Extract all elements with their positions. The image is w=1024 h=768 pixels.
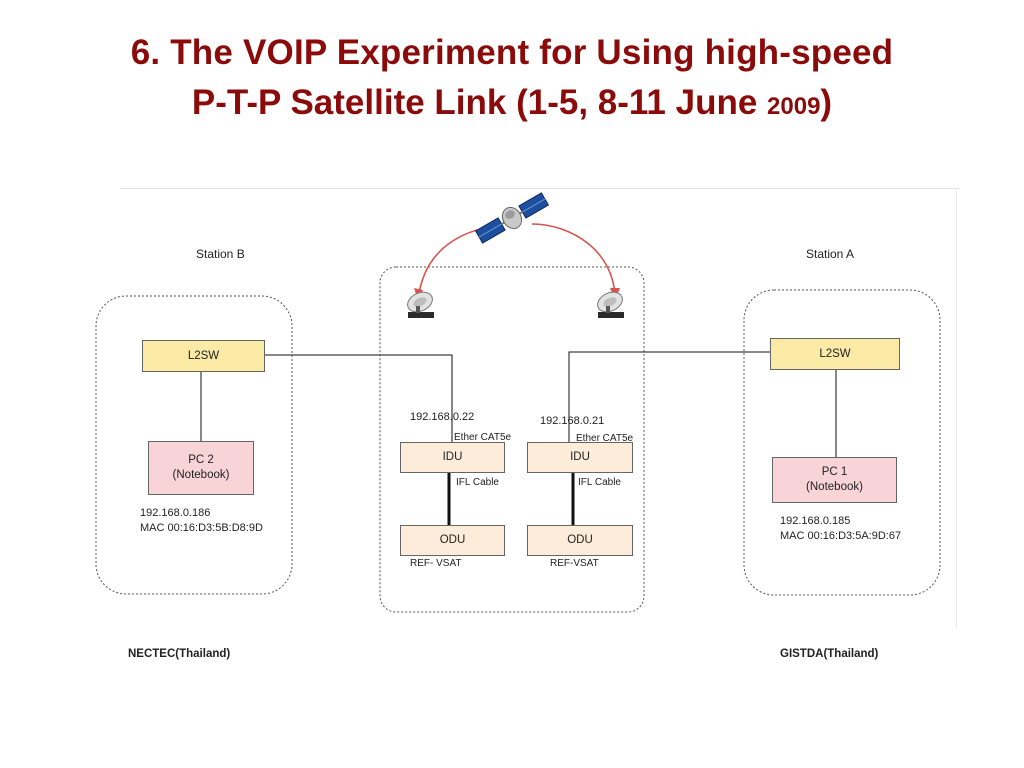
vsat-left-ifl: IFL Cable bbox=[456, 477, 499, 488]
pc1-name: PC 1 bbox=[821, 466, 848, 478]
vsat-left-ether: Ether CAT5e bbox=[454, 432, 512, 443]
odu-left-label: ODU bbox=[439, 534, 466, 546]
vsat-right-ip: 192.168.0.21 bbox=[540, 415, 605, 427]
station-b-enclosure bbox=[95, 295, 293, 595]
pc1-box: PC 1 (Notebook) bbox=[772, 457, 897, 503]
right-uplink-arc bbox=[531, 223, 616, 301]
satellite-icon bbox=[474, 192, 550, 244]
vsat-right-ifl: IFL Cable bbox=[578, 477, 621, 488]
pc1-ip: 192.168.0.185 bbox=[780, 515, 851, 527]
diagram-graphics bbox=[95, 192, 941, 613]
l2sw-station-a-label: L2SW bbox=[819, 347, 851, 360]
station-a-org: GISTDA(Thailand) bbox=[780, 648, 879, 660]
idu-left-label: IDU bbox=[442, 451, 463, 463]
station-b-org: NECTEC(Thailand) bbox=[128, 648, 231, 660]
station-b-label: Station B bbox=[196, 247, 245, 261]
pc2-box: PC 2 (Notebook) bbox=[148, 441, 254, 495]
title-main-text: P-T-P Satellite Link (1-5, 8-11 June bbox=[191, 83, 768, 122]
title-year: 2009 bbox=[767, 93, 821, 120]
odu-right-label: ODU bbox=[567, 534, 593, 546]
idu-left: IDU bbox=[400, 442, 505, 473]
l2sw-station-b: L2SW bbox=[142, 340, 265, 372]
pc1-mac: MAC 00:16:D3:5A:9D:67 bbox=[780, 530, 902, 542]
pc2-ip: 192.168.0.186 bbox=[140, 507, 211, 519]
title-close-paren: ) bbox=[820, 83, 833, 122]
pc1-type: (Notebook) bbox=[806, 481, 863, 493]
odu-left: ODU bbox=[400, 525, 505, 556]
pc2-type: (Notebook) bbox=[172, 469, 230, 481]
slide-title-line-2: P-T-P Satellite Link (1-5, 8-11 June 200… bbox=[0, 83, 1024, 123]
wire-l2sw-a-to-idu-right bbox=[568, 351, 770, 442]
station-a-enclosure bbox=[743, 289, 941, 596]
vsat-left-ref: REF- VSAT bbox=[410, 558, 462, 569]
l2sw-station-a: L2SW bbox=[770, 338, 900, 370]
l2sw-station-b-label: L2SW bbox=[187, 349, 220, 362]
pc2-mac: MAC 00:16:D3:5B:D8:9D bbox=[140, 522, 263, 534]
vsat-right-ether: Ether CAT5e bbox=[576, 433, 634, 444]
wire-l2sw-b-to-idu-left bbox=[263, 354, 453, 442]
idu-right: IDU bbox=[527, 442, 633, 473]
slide-title-line-1: 6. The VOIP Experiment for Using high-sp… bbox=[130, 33, 894, 72]
satellite-dish-icon bbox=[407, 291, 434, 318]
vsat-enclosure bbox=[379, 266, 645, 613]
network-diagram: Station B L2SW PC 2 (Notebook) 192.168.0… bbox=[80, 180, 960, 685]
odu-right: ODU bbox=[527, 525, 633, 556]
scan-right-edge bbox=[956, 188, 957, 628]
pc2-name: PC 2 bbox=[188, 454, 214, 466]
vsat-right-ref: REF-VSAT bbox=[550, 558, 599, 569]
satellite-dish-icon bbox=[597, 291, 624, 318]
scan-top-edge bbox=[120, 188, 960, 189]
vsat-left-ip: 192.168.0.22 bbox=[410, 411, 475, 423]
station-a-label: Station A bbox=[806, 247, 855, 261]
idu-right-label: IDU bbox=[570, 451, 590, 463]
